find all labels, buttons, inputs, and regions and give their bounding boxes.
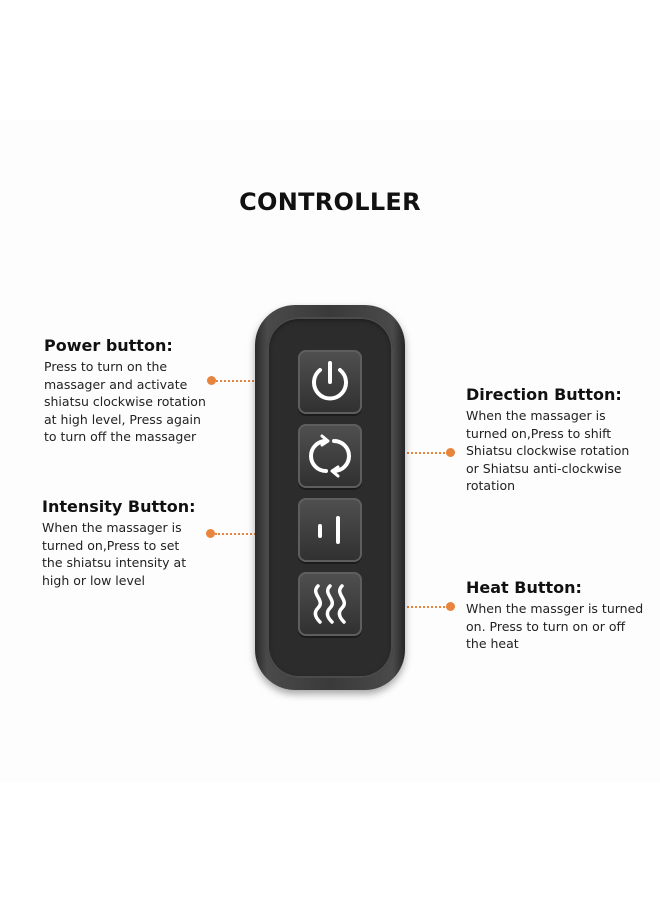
- intensity-line: turned on,Press to set: [42, 537, 180, 553]
- intensity-heading: Intensity Button:: [42, 497, 196, 516]
- power-line: massager and activate: [44, 376, 188, 392]
- heat-description: When the massger is turned on. Press to …: [466, 600, 656, 653]
- direction-description: When the massager is turned on,Press to …: [466, 407, 651, 495]
- direction-line: Shiatsu clockwise rotation: [466, 443, 630, 458]
- power-leader-dot: [207, 376, 216, 385]
- power-line: shiatsu clockwise rotation: [44, 394, 206, 409]
- intensity-annotation: Intensity Button: When the massager is t…: [42, 497, 217, 589]
- intensity-button[interactable]: [298, 498, 362, 562]
- power-heading: Power button:: [44, 336, 173, 355]
- rotation-direction-icon: [309, 434, 351, 478]
- power-line: at high level, Press again: [44, 411, 201, 427]
- heat-leader-dot: [446, 602, 455, 611]
- power-button[interactable]: [298, 350, 362, 414]
- intensity-leader-dot: [206, 529, 215, 538]
- power-description: Press to turn on the massager and activa…: [44, 358, 219, 446]
- controller-remote: [255, 305, 405, 690]
- direction-line: rotation: [466, 478, 516, 493]
- power-line: Press to turn on the: [44, 359, 168, 374]
- heat-annotation: Heat Button: When the massger is turned …: [466, 578, 656, 653]
- intensity-description: When the massager is turned on,Press to …: [42, 519, 217, 589]
- direction-leader-line: [368, 452, 448, 454]
- direction-button[interactable]: [298, 424, 362, 488]
- heat-line: on. Press to turn on or off: [466, 618, 626, 634]
- heat-heading: Heat Button:: [466, 578, 582, 597]
- intensity-line: high or low level: [42, 572, 146, 588]
- page-title: CONTROLLER: [239, 188, 421, 216]
- direction-leader-dot: [446, 448, 455, 457]
- heat-line: When the massger is turned: [466, 601, 644, 616]
- intensity-line: When the massager is: [42, 520, 182, 535]
- heat-button[interactable]: [298, 572, 362, 636]
- heat-waves-icon: [313, 584, 346, 624]
- power-line: to turn off the massager: [44, 429, 197, 444]
- heat-leader-line: [368, 606, 448, 608]
- power-icon: [312, 361, 348, 401]
- power-annotation: Power button: Press to turn on the massa…: [44, 336, 219, 446]
- intensity-line: the shiatsu intensity at: [42, 555, 187, 570]
- direction-annotation: Direction Button: When the massager is t…: [466, 385, 651, 495]
- intensity-icon: [318, 516, 340, 544]
- heat-line: the heat: [466, 636, 519, 651]
- direction-line: When the massager is: [466, 408, 606, 423]
- direction-heading: Direction Button:: [466, 385, 622, 404]
- direction-line: turned on,Press to shift: [466, 425, 612, 441]
- direction-line: or Shiatsu anti-clockwise: [466, 460, 622, 476]
